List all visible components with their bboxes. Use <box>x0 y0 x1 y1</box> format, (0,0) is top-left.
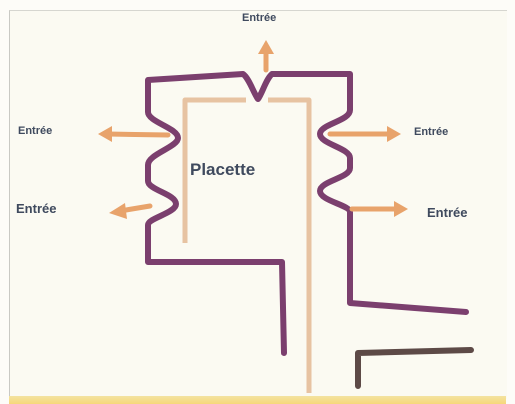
label-top-entree: Entrée <box>242 12 276 24</box>
diagram-panel <box>9 10 507 399</box>
left-road-end <box>145 252 287 356</box>
left-lower-arrow-head <box>109 203 127 219</box>
label-placette: Placette <box>190 160 255 179</box>
outer-road <box>145 71 469 315</box>
top-arrow-head <box>258 40 274 54</box>
right-lower-arrow-head <box>394 201 408 217</box>
bottom-strip <box>9 396 506 404</box>
left-upper-arrow-head <box>98 126 112 142</box>
label-left-upper-entree: Entrée <box>18 125 52 137</box>
label-left-lower-entree: Entrée <box>16 201 56 216</box>
right-upper-arrow-head <box>387 126 401 142</box>
label-right-upper-entree: Entrée <box>414 126 448 138</box>
label-right-lower-entree: Entrée <box>427 205 467 220</box>
inner-square <box>182 97 312 393</box>
left-upper-arrow <box>105 131 171 138</box>
bottom-dark-line <box>355 347 474 389</box>
